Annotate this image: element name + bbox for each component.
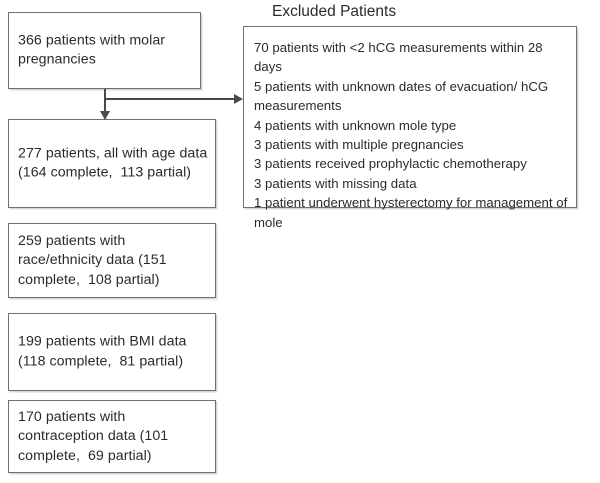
- excluded-list-item: 70 patients with <2 hCG measurements wit…: [254, 40, 543, 75]
- arrow-down-icon: [100, 111, 110, 120]
- flow-box-bmi-data: 199 patients with BMI data (118 complete…: [8, 313, 216, 391]
- flow-box-age-data-text: 277 patients, all with age data (164 com…: [18, 145, 212, 181]
- excluded-patients-box: 70 patients with <2 hCG measurements wit…: [243, 26, 577, 230]
- excluded-patients-list: 70 patients with <2 hCG measurements wit…: [254, 38, 568, 232]
- flow-box-age-data: 277 patients, all with age data (164 com…: [8, 119, 216, 208]
- flow-box-contraception-data: 170 patients with contraception data (10…: [8, 400, 216, 473]
- connector-horizontal-branch: [104, 98, 236, 100]
- excluded-list-item: 4 patients with unknown mole type: [254, 117, 457, 133]
- connector-vertical-stem: [104, 89, 106, 116]
- flow-box-molar-pregnancies-text: 366 patients with molar pregnancies: [18, 32, 170, 68]
- flow-box-contraception-data-text: 170 patients with contraception data (10…: [18, 408, 173, 464]
- flow-box-bmi-data-text: 199 patients with BMI data (118 complete…: [18, 333, 191, 370]
- flow-box-race-ethnicity-data-text: 259 patients with race/ethnicity data (1…: [18, 232, 171, 288]
- excluded-list-item: 5 patients with unknown dates of evacuat…: [254, 78, 549, 114]
- arrow-right-icon: [234, 94, 243, 104]
- excluded-patients-title: Excluded Patients: [272, 3, 397, 20]
- flow-box-race-ethnicity-data: 259 patients with race/ethnicity data (1…: [8, 223, 216, 298]
- excluded-list-item: 3 patients received prophylactic chemoth…: [254, 156, 527, 172]
- flow-box-molar-pregnancies: 366 patients with molar pregnancies: [8, 12, 201, 89]
- excluded-list-item: 3 patients with multiple pregnancies: [254, 137, 464, 153]
- excluded-list-item: 3 patients with missing data: [254, 175, 417, 191]
- excluded-list-item: 1 patient underwent hysterectomy for man…: [254, 195, 568, 230]
